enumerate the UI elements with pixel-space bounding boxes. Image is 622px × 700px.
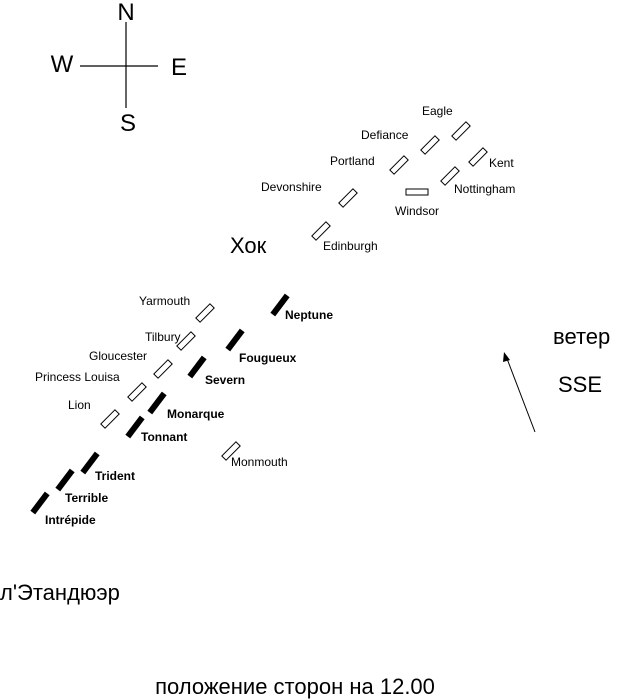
- french-labels: Neptune Fougueux Severn Monarque Tonnant…: [45, 308, 333, 527]
- wind-arrow-shaft: [505, 355, 536, 433]
- ship-monarque: [147, 391, 167, 415]
- compass-rose: N S E W: [51, 0, 187, 137]
- wind-direction: SSE: [558, 372, 602, 397]
- label-devonshire: Devonshire: [261, 180, 322, 194]
- label-monmouth: Monmouth: [231, 455, 288, 469]
- compass-south: S: [120, 110, 136, 137]
- label-yarmouth: Yarmouth: [139, 294, 190, 308]
- ship-eagle: [451, 121, 471, 141]
- label-kent: Kent: [489, 156, 514, 170]
- diagram-caption: положение сторон на 12.00: [155, 674, 435, 699]
- label-gloucester: Gloucester: [89, 349, 147, 363]
- label-monarque: Monarque: [167, 407, 225, 421]
- label-severn: Severn: [205, 373, 245, 387]
- label-intrepide: Intrépide: [45, 513, 96, 527]
- ship-edinburgh: [311, 221, 331, 241]
- label-nottingham: Nottingham: [454, 182, 515, 196]
- label-edinburgh: Edinburgh: [323, 239, 378, 253]
- label-neptune: Neptune: [285, 308, 333, 322]
- ship-yarmouth: [195, 303, 215, 323]
- ship-tonnant: [125, 415, 145, 439]
- ship-defiance: [420, 135, 440, 155]
- wind-arrow-icon: [503, 352, 510, 362]
- ship-monmouth: [221, 441, 241, 461]
- label-tilbury: Tilbury: [145, 330, 181, 344]
- ship-windsor: [405, 188, 429, 196]
- ship-severn: [187, 355, 207, 379]
- label-terrible: Terrible: [65, 491, 108, 505]
- ship-fougueux: [225, 328, 245, 352]
- ship-kent: [468, 147, 488, 167]
- ship-trident: [80, 451, 100, 475]
- label-tonnant: Tonnant: [141, 430, 187, 444]
- label-windsor: Windsor: [395, 204, 439, 218]
- british-commander-label: Хок: [230, 233, 267, 258]
- ship-lion: [100, 409, 120, 429]
- compass-north: N: [117, 0, 134, 26]
- british-fleet: [100, 121, 488, 461]
- ship-princess-louisa: [127, 382, 147, 402]
- compass-east: E: [171, 54, 187, 81]
- wind-indicator: ветер SSE: [503, 324, 610, 433]
- british-labels: Eagle Defiance Portland Kent Devonshire …: [35, 104, 515, 469]
- ship-terrible: [55, 468, 75, 492]
- ship-neptune: [270, 293, 290, 317]
- ship-portland: [389, 155, 409, 175]
- ship-tilbury: [176, 331, 196, 351]
- ship-intrepide: [30, 491, 50, 515]
- label-eagle: Eagle: [422, 104, 453, 118]
- french-fleet: [30, 293, 290, 515]
- label-fougueux: Fougueux: [239, 351, 297, 365]
- wind-label: ветер: [553, 324, 610, 349]
- ship-nottingham: [440, 166, 460, 186]
- label-portland: Portland: [330, 154, 375, 168]
- label-defiance: Defiance: [361, 128, 409, 142]
- ship-gloucester: [153, 359, 173, 379]
- compass-west: W: [51, 51, 74, 78]
- ship-devonshire: [338, 188, 358, 208]
- label-lion: Lion: [68, 398, 91, 412]
- label-princess-louisa: Princess Louisa: [35, 370, 120, 384]
- label-trident: Trident: [95, 469, 135, 483]
- french-commander-label: л'Этандюэр: [0, 580, 120, 605]
